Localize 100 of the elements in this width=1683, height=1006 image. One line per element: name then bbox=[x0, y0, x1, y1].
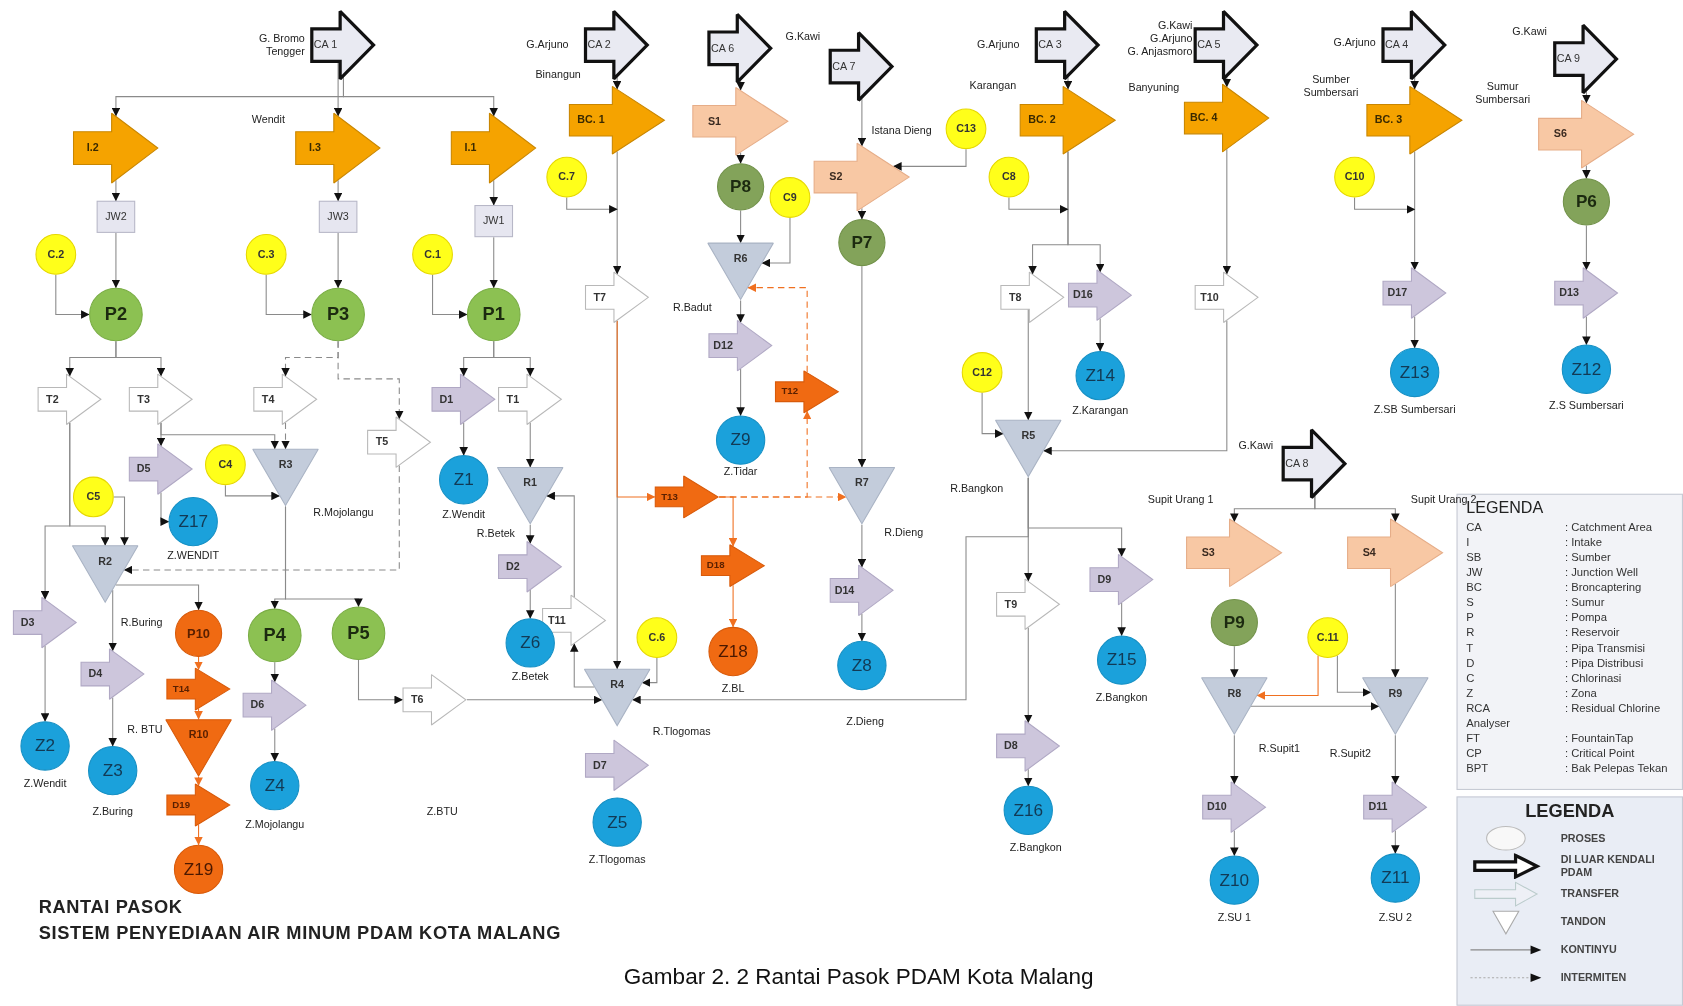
node-label: R10 bbox=[188, 729, 209, 741]
transmission-pipe-symbol bbox=[402, 674, 467, 726]
node-caption: Z.Karangan bbox=[1072, 404, 1129, 418]
node-caption: Z.SU 1 bbox=[1217, 911, 1252, 925]
reservoir-triangle bbox=[828, 466, 896, 525]
pump-circle bbox=[1562, 178, 1610, 226]
node-label: Z16 bbox=[1013, 801, 1044, 819]
broncaptering-symbol bbox=[1366, 85, 1463, 155]
node-label: D7 bbox=[592, 759, 607, 771]
zone-circle bbox=[1561, 344, 1612, 394]
reservoir-triangle bbox=[583, 668, 651, 727]
node-label: R4 bbox=[610, 678, 625, 690]
node-caption: Z.Wendit bbox=[23, 777, 67, 790]
node-label: Z14 bbox=[1085, 367, 1115, 385]
dashed-flow-arrow bbox=[281, 422, 290, 450]
flow-arrow bbox=[761, 217, 791, 268]
node-caption: Wendit bbox=[251, 113, 285, 127]
node-label: CA 8 bbox=[1285, 458, 1309, 470]
chlorination-circle bbox=[35, 234, 77, 275]
reservoir-triangle bbox=[995, 419, 1062, 478]
node-label: R5 bbox=[1021, 429, 1036, 441]
flow-arrow bbox=[857, 524, 867, 568]
transmission-pipe-symbol bbox=[774, 370, 840, 414]
flow-arrow bbox=[115, 584, 203, 611]
transmission-pipe-symbol bbox=[367, 416, 432, 468]
intake-symbol bbox=[73, 112, 159, 184]
distribution-pipe-symbol bbox=[431, 373, 496, 426]
legend-text: T bbox=[1466, 639, 1474, 655]
chlorination-circle bbox=[546, 156, 588, 198]
node-label: Z19 bbox=[183, 860, 214, 878]
reservoir-triangle bbox=[707, 242, 774, 301]
legend-text: : Pipa Transmisi bbox=[1564, 639, 1646, 655]
legend-text: : Sumur bbox=[1564, 594, 1605, 610]
zone-circle bbox=[1209, 855, 1260, 905]
legend-text: JW bbox=[1466, 564, 1483, 580]
flow-arrow bbox=[333, 179, 343, 202]
legend-text: BPT bbox=[1466, 759, 1489, 775]
node-label: C5 bbox=[86, 491, 101, 503]
node-label: JW2 bbox=[105, 211, 127, 223]
node-label: BC. 4 bbox=[1189, 112, 1218, 124]
flow-arrow bbox=[1314, 495, 1400, 523]
distribution-pipe-symbol bbox=[1089, 553, 1154, 606]
node-label: Z9 bbox=[730, 431, 751, 449]
node-label: D4 bbox=[88, 668, 103, 680]
reservoir-triangle bbox=[71, 545, 139, 604]
node-label: Z15 bbox=[1106, 651, 1137, 669]
distribution-pipe-symbol bbox=[829, 564, 895, 617]
node-caption: Z.Tidar bbox=[723, 465, 758, 479]
flow-arrow bbox=[224, 484, 280, 501]
flow-arrow bbox=[115, 340, 166, 377]
flow-arrow bbox=[1410, 76, 1419, 90]
zone-name: Z.BTU bbox=[426, 805, 458, 818]
node-caption: Z.Mojolangu bbox=[245, 817, 305, 831]
node-label: S2 bbox=[829, 171, 843, 183]
node-caption: R.Bangkon bbox=[950, 481, 1004, 495]
node-label: T14 bbox=[172, 684, 190, 694]
node-label: R1 bbox=[523, 477, 538, 488]
pump-circle bbox=[247, 608, 302, 663]
node-label: Z4 bbox=[264, 777, 285, 795]
distribution-pipe-symbol bbox=[1554, 267, 1619, 319]
legend-text: : Critical Point bbox=[1564, 744, 1635, 760]
node-label: C4 bbox=[218, 459, 233, 471]
transmission-pipe-symbol bbox=[996, 578, 1061, 631]
node-caption: R.Mojolangu bbox=[313, 506, 374, 520]
node-label: S1 bbox=[707, 115, 722, 127]
node-label: D8 bbox=[1004, 740, 1018, 752]
flow-arrow bbox=[1256, 654, 1319, 700]
catchment-area-symbol bbox=[1193, 9, 1261, 81]
flow-arrow bbox=[1230, 645, 1239, 678]
junction-well-box bbox=[474, 205, 514, 238]
transmission-pipe-symbol bbox=[37, 373, 102, 426]
transmission-pipe-symbol bbox=[584, 271, 650, 324]
node-label: S6 bbox=[1553, 128, 1567, 140]
flow-arrow bbox=[1063, 76, 1073, 90]
flow-arrow bbox=[194, 776, 203, 786]
distribution-pipe-symbol bbox=[996, 720, 1061, 772]
flow-arrow bbox=[1008, 196, 1069, 214]
flow-arrow bbox=[333, 232, 343, 289]
node-label: D3 bbox=[20, 617, 35, 628]
chlorination-circle bbox=[73, 476, 114, 518]
node-label: C13 bbox=[956, 123, 976, 135]
node-label: T11 bbox=[547, 615, 566, 626]
node-label: C.1 bbox=[424, 249, 441, 260]
legend-text: : Sumber bbox=[1564, 549, 1611, 565]
node-label: P5 bbox=[347, 624, 370, 643]
well-symbol bbox=[1347, 518, 1444, 588]
node-label: T1 bbox=[506, 393, 520, 405]
flow-arrow bbox=[981, 392, 1004, 438]
catchment-area-symbol bbox=[1281, 428, 1349, 500]
intake-symbol bbox=[450, 112, 537, 184]
legend-text: : Pipa Distribusi bbox=[1564, 654, 1644, 670]
flow-arrow bbox=[736, 152, 745, 164]
flow-arrow bbox=[1095, 318, 1105, 352]
node-label: C.3 bbox=[257, 249, 275, 260]
flow-arrow bbox=[1230, 734, 1239, 785]
legend-text: P bbox=[1466, 609, 1474, 625]
node-label: P10 bbox=[187, 626, 211, 640]
legend-text: I bbox=[1466, 534, 1470, 549]
node-label: R6 bbox=[733, 252, 748, 264]
flow-arrow bbox=[284, 506, 363, 607]
